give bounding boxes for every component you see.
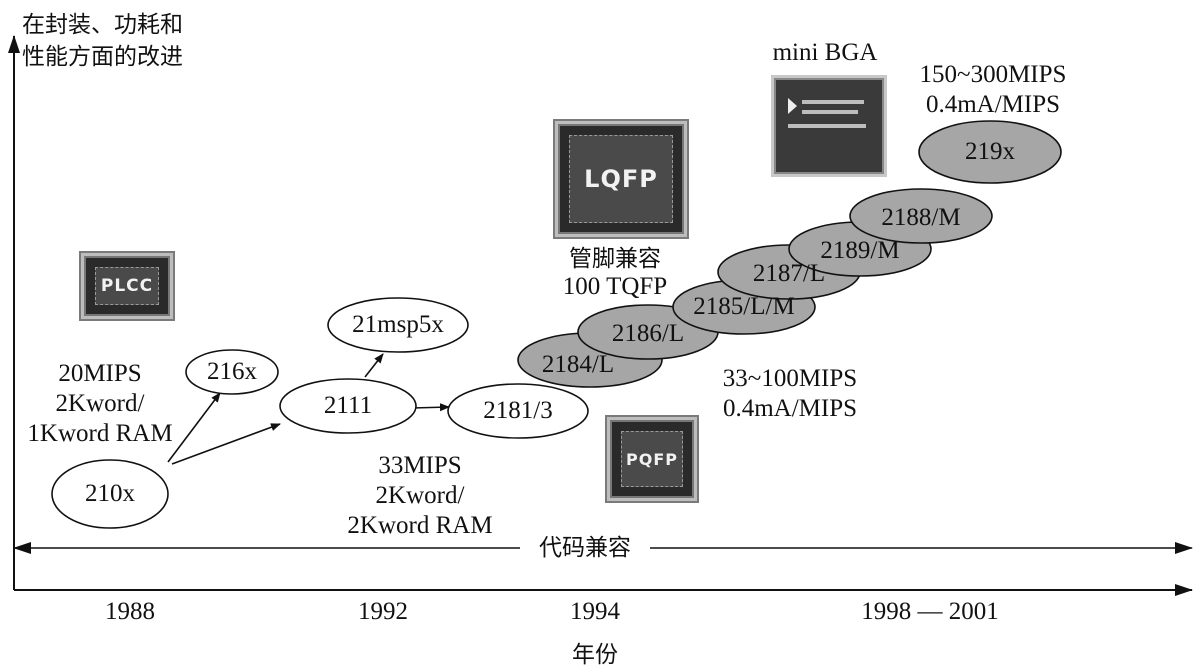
node-2181-label: 2181/3 [483, 397, 553, 424]
node-2111-shape[interactable] [279, 378, 417, 434]
arrow-2111-21msp5x [364, 353, 384, 378]
analog-devices-logo [788, 98, 797, 114]
spec-first-line2: 2Kword/ [55, 390, 145, 417]
y-axis-label-line2: 性能方面的改进 [22, 44, 183, 70]
spec-first-line3: 1Kword RAM [27, 420, 173, 447]
lqfp-chip-image: LQFP [558, 124, 684, 234]
arrow-210x-2111 [171, 423, 281, 465]
node-2186-label: 2186/L [611, 320, 685, 347]
spec-second-line2: 2Kword/ [375, 482, 465, 509]
plcc-chip-image: PLCC [84, 256, 170, 316]
node-21msp5x-label: 21msp5x [352, 311, 444, 338]
x-axis-label: 年份 [572, 642, 618, 668]
node-2111-label: 2111 [323, 392, 373, 419]
node-210x-label: 210x [85, 480, 135, 507]
code-compat-label: 代码兼容 [539, 535, 631, 561]
mini-bga-chip-image [774, 78, 884, 174]
pqfp-chip-label: PQFP [626, 449, 678, 469]
spec-first-line1: 20MIPS [58, 360, 142, 387]
spec-third-line2: 0.4mA/MIPS [722, 395, 858, 422]
node-216x-label: 216x [207, 358, 257, 385]
spec-fourth-line2: 0.4mA/MIPS [925, 91, 1061, 118]
arrow-210x-216x [167, 392, 221, 463]
node-2181-shape[interactable] [447, 383, 589, 439]
year-1998-2001: 1998 — 2001 [861, 598, 999, 625]
plcc-chip-body: PLCC [95, 267, 159, 305]
lqfp-chip-label: LQFP [584, 165, 658, 193]
spec-fourth-line1: 150~300MIPS [919, 61, 1067, 88]
y-axis-label-line1: 在封装、功耗和 [22, 12, 183, 38]
spec-second-line3: 2Kword RAM [347, 512, 493, 539]
lqfp-chip-body: LQFP [569, 135, 673, 223]
pin-compat-line2: 100 TQFP [562, 273, 668, 300]
chip-marking-line-3 [788, 124, 866, 128]
node-2188-shape[interactable] [849, 188, 993, 244]
node-216x-shape[interactable] [185, 349, 279, 395]
spec-third-line1: 33~100MIPS [722, 365, 858, 392]
node-2184-label: 2184/L [541, 351, 615, 378]
pin-compat-line1: 管脚兼容 [569, 246, 661, 272]
node-219x-label: 219x [965, 138, 1015, 165]
chip-marking-line-1 [802, 100, 864, 104]
chip-marking-line-2 [802, 110, 858, 114]
year-1994: 1994 [570, 598, 620, 625]
node-2188-label: 2188/M [881, 204, 961, 231]
year-1988: 1988 [105, 598, 155, 625]
node-2185-label: 2185/L/M [693, 293, 795, 320]
node-21msp5x-shape[interactable] [327, 297, 469, 353]
mini-bga-label: mini BGA [772, 39, 878, 66]
node-2189-label: 2189/M [820, 237, 900, 264]
spec-second-line1: 33MIPS [378, 452, 462, 479]
node-210x-shape[interactable] [51, 459, 169, 529]
year-1992: 1992 [358, 598, 408, 625]
plcc-chip-label: PLCC [100, 276, 154, 296]
node-219x-shape[interactable] [918, 120, 1062, 184]
pqfp-chip-image: PQFP [610, 420, 694, 498]
pqfp-chip-body: PQFP [621, 431, 683, 487]
node-2187-label: 2187/L [752, 260, 826, 287]
arrow-2111-2181 [411, 403, 450, 412]
